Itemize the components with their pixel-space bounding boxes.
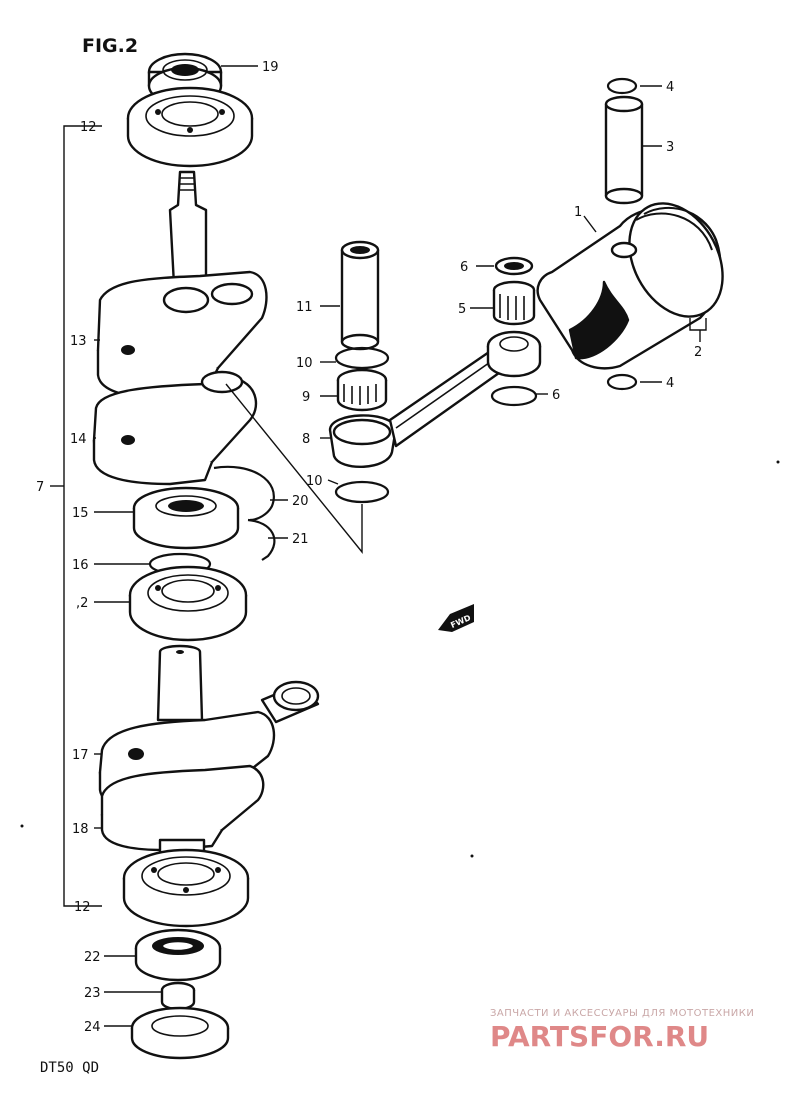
leader-lines-crank-pin bbox=[225, 383, 363, 554]
callout-8: 8 bbox=[302, 432, 310, 447]
crank-pin bbox=[340, 240, 380, 351]
piston-pin bbox=[604, 95, 644, 205]
assembly-bracket bbox=[50, 125, 102, 907]
callout-24: 24 bbox=[84, 1020, 101, 1035]
callout-20: 20 bbox=[292, 494, 309, 509]
callout-4-bottom: 4 bbox=[666, 376, 674, 391]
connecting-rod bbox=[328, 330, 542, 468]
callout-19: 19 bbox=[262, 60, 279, 75]
upper-crank-web bbox=[92, 370, 258, 486]
oil-seal-top bbox=[147, 52, 223, 106]
lower-crankshaft-half bbox=[98, 644, 320, 872]
watermark: ЗАПЧАСТИ И АКСЕССУАРЫ ДЛЯ МОТОТЕХНИКИ PA… bbox=[490, 1008, 754, 1053]
thrust-washer-top bbox=[334, 346, 390, 370]
callout-15: 15 bbox=[72, 506, 89, 521]
callout-23: 23 bbox=[84, 986, 101, 1001]
upper-crankshaft-half bbox=[96, 170, 268, 400]
watermark-tagline: ЗАПЧАСТИ И АКСЕССУАРЫ ДЛЯ МОТОТЕХНИКИ bbox=[490, 1008, 754, 1019]
callout-12-bottom: 12 bbox=[74, 900, 91, 915]
small-end-needle-bearing bbox=[490, 256, 538, 407]
circlip-20-21 bbox=[213, 465, 276, 561]
callout-13: 13 bbox=[70, 334, 87, 349]
needle-bearing-big-end bbox=[336, 368, 388, 412]
model-code: DT50 QD bbox=[40, 1060, 99, 1076]
piston bbox=[536, 202, 724, 370]
callout-3: 3 bbox=[666, 140, 674, 155]
figure-title: FIG.2 bbox=[82, 35, 138, 57]
ball-bearing-bottom bbox=[122, 848, 250, 928]
callout-4-top: 4 bbox=[666, 80, 674, 95]
callout-21: 21 bbox=[292, 532, 309, 547]
callout-10-top: 10 bbox=[296, 356, 313, 371]
callout-18: 18 bbox=[72, 822, 89, 837]
callout-7: 7 bbox=[36, 480, 44, 495]
callout-22: 22 bbox=[84, 950, 101, 965]
callout-17: 17 bbox=[72, 748, 89, 763]
callout-16: 16 bbox=[72, 558, 89, 573]
callout-1: 1 bbox=[574, 205, 582, 220]
bushing-23 bbox=[160, 981, 196, 1011]
callout-10-bottom: 10 bbox=[306, 474, 323, 489]
callout-6-bottom: 6 bbox=[552, 388, 560, 403]
callout-12-middle: ,2 bbox=[76, 596, 88, 611]
callout-2: 2 bbox=[694, 345, 702, 360]
callout-6-top: 6 bbox=[460, 260, 468, 275]
callout-14: 14 bbox=[70, 432, 87, 447]
oil-seal-bottom bbox=[134, 928, 222, 982]
watermark-logo: PARTSFOR.RU bbox=[490, 1020, 709, 1053]
thrust-washer-bottom bbox=[334, 480, 390, 504]
callout-5: 5 bbox=[458, 302, 466, 317]
seal-24 bbox=[130, 1006, 230, 1060]
callout-9: 9 bbox=[302, 390, 310, 405]
ball-bearing-top bbox=[126, 86, 254, 168]
forward-direction-marker: FWD bbox=[438, 604, 474, 632]
ball-bearing-middle bbox=[128, 565, 248, 642]
piston-pin-circlip-bottom bbox=[606, 373, 638, 391]
labyrinth-seal bbox=[132, 486, 240, 550]
scan-specks bbox=[20, 460, 780, 858]
callout-labels: 1 2 3 4 4 5 6 6 7 8 9 10 10 11 12 ,2 12 … bbox=[36, 60, 702, 1035]
callout-11: 11 bbox=[296, 300, 313, 315]
callout-12-top: 12 bbox=[80, 120, 97, 135]
piston-pin-circlip-top bbox=[606, 77, 638, 95]
callout-leaders bbox=[94, 65, 701, 1027]
